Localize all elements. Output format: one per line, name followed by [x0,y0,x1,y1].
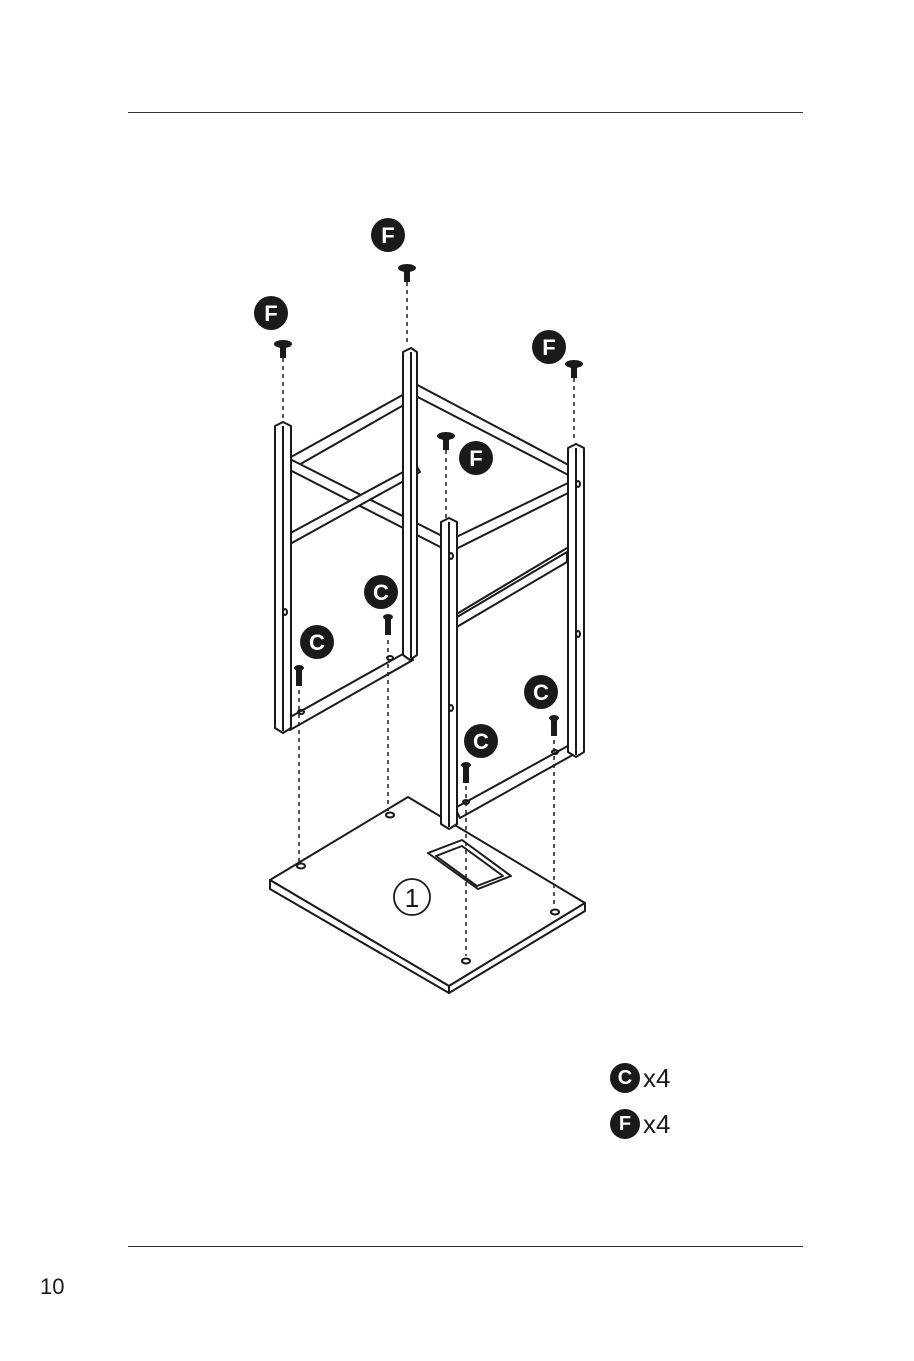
bolt-c-icon [549,715,559,736]
part-f-badge: F [610,1109,640,1139]
svg-text:F: F [264,301,277,326]
callout-c: C [300,625,334,659]
screw-f-icon [437,432,455,450]
screw-f-icon [274,340,292,358]
part-c-quantity: x4 [643,1063,670,1094]
svg-text:C: C [373,580,389,605]
svg-text:C: C [309,630,325,655]
parts-list-item: C x4 [610,1060,670,1096]
bolt-c-icon [461,762,471,783]
svg-text:C: C [473,729,489,754]
callout-c: C [364,575,398,609]
svg-text:F: F [381,223,394,248]
callout-f: F [254,296,288,330]
callout-f: F [532,330,566,364]
callout-f: F [371,218,405,252]
page-number: 10 [40,1274,64,1300]
svg-text:F: F [542,335,555,360]
callout-c: C [464,724,498,758]
screw-f-icon [565,360,583,378]
screw-f-icon [398,264,416,282]
bolt-c-icon [294,665,304,686]
callout-f: F [459,441,493,475]
parts-list: C x4 F x4 [610,1060,670,1152]
parts-list-item: F x4 [610,1106,670,1142]
board-part-number: 1 [394,879,430,915]
frame [275,348,584,829]
callout-c: C [524,675,558,709]
svg-text:F: F [469,446,482,471]
svg-text:C: C [533,680,549,705]
part-c-badge: C [610,1063,640,1093]
svg-text:1: 1 [405,883,419,913]
footer-rule [128,1246,803,1247]
part-f-quantity: x4 [643,1109,670,1140]
bolt-c-icon [383,614,393,635]
